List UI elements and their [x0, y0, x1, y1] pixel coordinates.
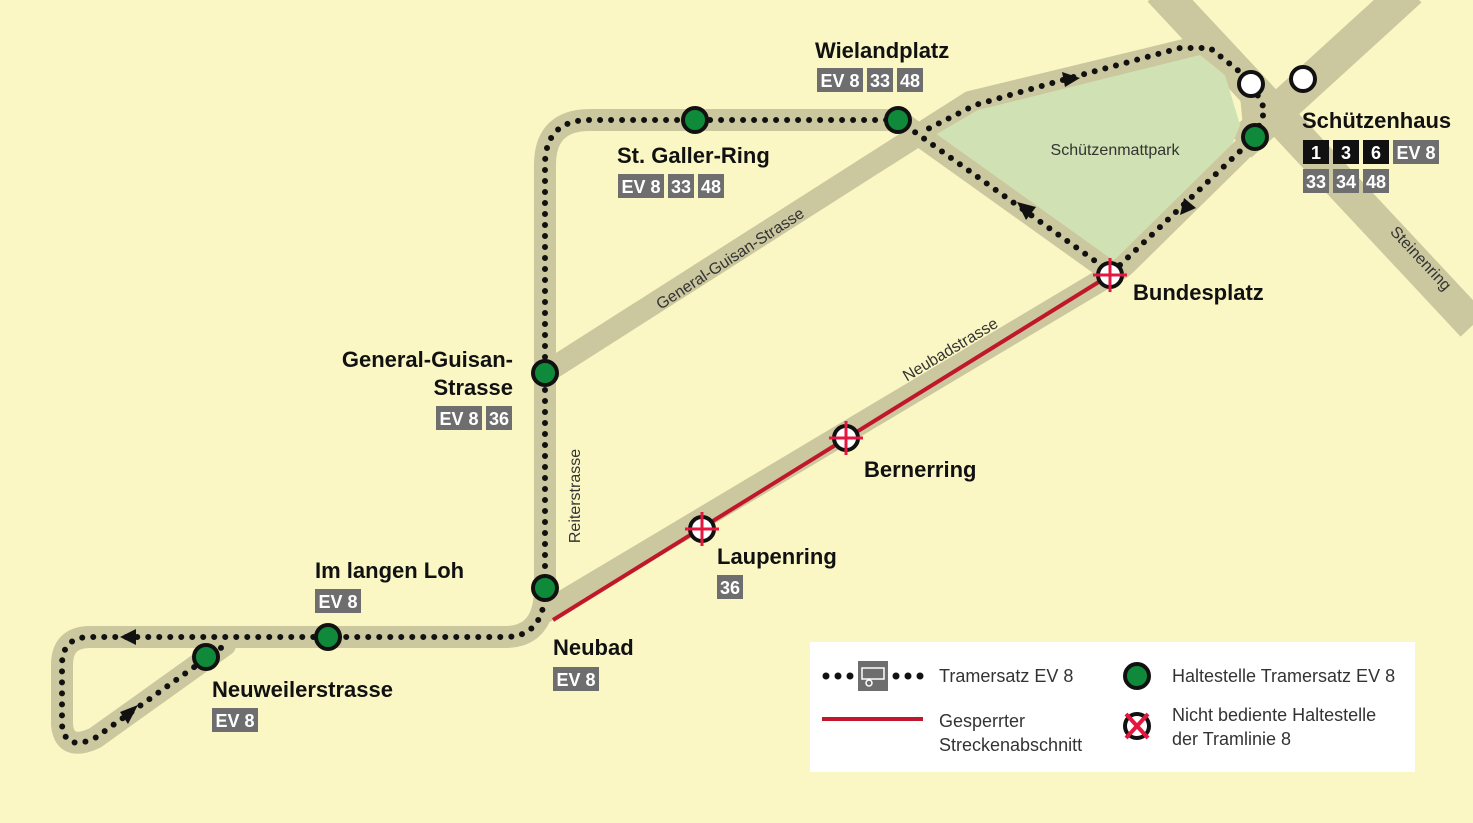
- line-badge: 48: [1363, 169, 1389, 193]
- line-badge-label: EV 8: [621, 177, 660, 197]
- legend-green-stop-icon: [1123, 662, 1151, 690]
- legend-not-served-label-2: der Tramlinie 8: [1172, 729, 1291, 749]
- line-badge: 3: [1333, 140, 1359, 164]
- park-label: Schützenmattpark: [1051, 142, 1181, 159]
- line-badge-label: EV 8: [215, 711, 254, 731]
- line-badge-label: 33: [671, 177, 691, 197]
- line-badge-label: 48: [701, 177, 721, 197]
- line-badge-label: 33: [1306, 172, 1326, 192]
- line-badge-label: 1: [1311, 143, 1321, 163]
- line-badge: EV 8: [817, 68, 863, 92]
- legend-replacement-stop-label: Haltestelle Tramersatz EV 8: [1172, 666, 1395, 686]
- line-badge: 6: [1363, 140, 1389, 164]
- replacement-stop-marker[interactable]: [192, 643, 220, 671]
- stop-label-im-langen-loh[interactable]: Im langen Loh: [315, 558, 464, 583]
- closed-stop-marker[interactable]: [1093, 258, 1127, 292]
- arrow-icon: [1062, 72, 1080, 87]
- line-badge: 33: [668, 174, 694, 198]
- stop-label-laupenring[interactable]: Laupenring: [717, 544, 837, 569]
- legend-closed-label-2: Streckenabschnitt: [939, 735, 1082, 755]
- replacement-stop-marker[interactable]: [314, 623, 342, 651]
- legend-replacement-label: Tramersatz EV 8: [939, 666, 1073, 686]
- line-badge-label: EV 8: [318, 592, 357, 612]
- tram-stop-marker[interactable]: [1237, 70, 1265, 98]
- closed-stops: [685, 258, 1127, 546]
- line-badge-label: 48: [1366, 172, 1386, 192]
- line-badge: 1: [1303, 140, 1329, 164]
- line-badge-label: 3: [1341, 143, 1351, 163]
- bus-icon: [858, 661, 888, 691]
- line-badge-label: 34: [1336, 172, 1356, 192]
- line-badge-label: EV 8: [1396, 143, 1435, 163]
- line-badge: EV 8: [553, 667, 599, 691]
- line-badge-label: EV 8: [556, 670, 595, 690]
- route-dots-upper: [542, 117, 1108, 591]
- line-badge: 36: [486, 406, 512, 430]
- replacement-stop-marker[interactable]: [531, 574, 559, 602]
- line-badge: 33: [867, 68, 893, 92]
- line-badge: 34: [1333, 169, 1359, 193]
- stop-label-general-guisan-1[interactable]: General-Guisan-: [342, 347, 513, 372]
- arrow-icon: [120, 629, 136, 645]
- direction-arrows: [120, 72, 1196, 724]
- line-badge-label: 6: [1371, 143, 1381, 163]
- legend-not-served-icon: [1123, 712, 1151, 740]
- replacement-stop-marker[interactable]: [884, 106, 912, 134]
- line-badge: EV 8: [618, 174, 664, 198]
- stop-label-st-galler-ring[interactable]: St. Galler-Ring: [617, 143, 770, 168]
- arrow-icon: [120, 705, 138, 724]
- arrow-icon: [1180, 198, 1196, 215]
- stop-label-bernerring[interactable]: Bernerring: [864, 457, 976, 482]
- line-badge-label: EV 8: [820, 71, 859, 91]
- schuetzenmattpark-area: [935, 55, 1240, 262]
- replacement-stop-marker[interactable]: [681, 106, 709, 134]
- road-steinenring-upper: [1228, 0, 1422, 158]
- tram-stop-marker[interactable]: [1289, 65, 1317, 93]
- tram-stops: [1237, 65, 1317, 98]
- legend: Tramersatz EV 8 Gesperrter Streckenabsch…: [810, 642, 1415, 772]
- legend-not-served-label-1: Nicht bediente Haltestelle: [1172, 705, 1376, 725]
- legend-closed-label-1: Gesperrter: [939, 711, 1025, 731]
- closed-section-line: [551, 273, 1112, 622]
- closed-stop-marker[interactable]: [829, 421, 863, 455]
- arrow-icon: [1017, 202, 1036, 220]
- replacement-stop-marker[interactable]: [1241, 123, 1269, 151]
- line-badge: 33: [1303, 169, 1329, 193]
- stop-label-schuetzenhaus[interactable]: Schützenhaus: [1302, 108, 1451, 133]
- line-badge: EV 8: [436, 406, 482, 430]
- line-badge: EV 8: [315, 589, 361, 613]
- line-badge-label: 36: [720, 578, 740, 598]
- line-badge-label: 48: [900, 71, 920, 91]
- stop-label-general-guisan-2[interactable]: Strasse: [433, 375, 513, 400]
- line-badge-label: 36: [489, 409, 509, 429]
- legend-box: [810, 642, 1415, 772]
- replacement-stops: [192, 106, 1269, 671]
- legend-dots-icon: [822, 672, 924, 680]
- line-badge: EV 8: [1393, 140, 1439, 164]
- stop-label-neuweilerstrasse[interactable]: Neuweilerstrasse: [212, 677, 393, 702]
- line-badge: 36: [717, 575, 743, 599]
- route-dots-lower: [59, 585, 548, 746]
- stop-label-bundesplatz[interactable]: Bundesplatz: [1133, 280, 1264, 305]
- stop-label-neubad[interactable]: Neubad: [553, 635, 634, 660]
- replacement-stop-marker[interactable]: [531, 359, 559, 387]
- line-badge-label: 33: [870, 71, 890, 91]
- line-badge: 48: [897, 68, 923, 92]
- stop-label-wielandplatz[interactable]: Wielandplatz: [815, 38, 949, 63]
- closed-stop-marker[interactable]: [685, 512, 719, 546]
- line-badge: 48: [698, 174, 724, 198]
- street-label-reiter: Reiterstrasse: [567, 449, 584, 543]
- line-badge-label: EV 8: [439, 409, 478, 429]
- line-badge: EV 8: [212, 708, 258, 732]
